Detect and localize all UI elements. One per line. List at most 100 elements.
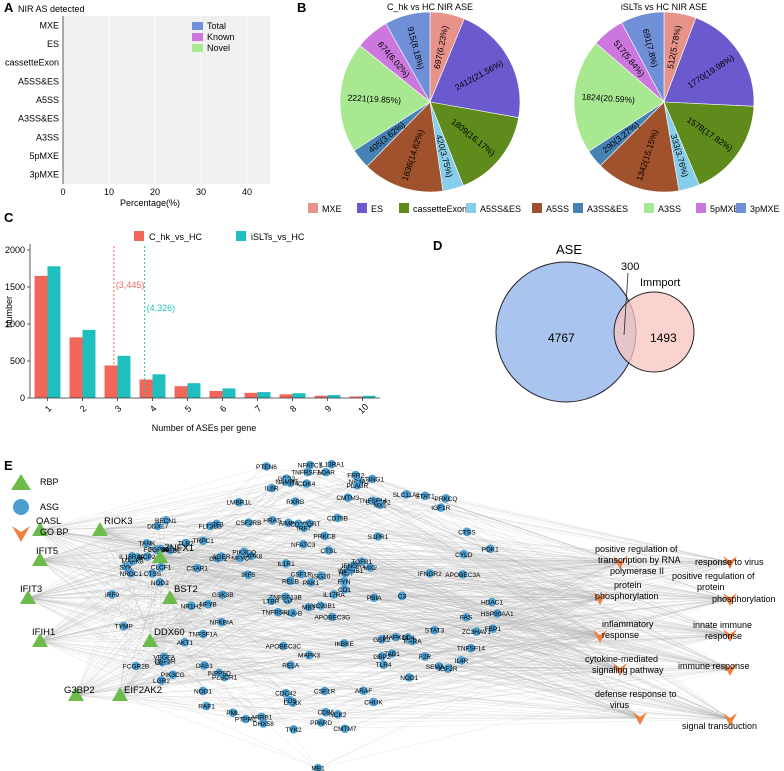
network-edge	[159, 466, 267, 558]
panel-c-bar-islts	[82, 329, 96, 398]
network-edge	[99, 523, 299, 531]
network-edge	[204, 665, 641, 719]
network-edge	[119, 563, 287, 696]
panel-c-mean-label: (4,326)	[147, 303, 176, 313]
network-edge	[286, 563, 731, 670]
asg-node	[142, 538, 152, 548]
network-edge	[406, 494, 731, 720]
network-edge	[363, 668, 621, 691]
network-edge	[344, 589, 731, 600]
rbp-node	[32, 633, 48, 647]
network-edge	[119, 642, 185, 696]
asg-node	[359, 686, 368, 695]
panel-c-bar-c-hk	[69, 337, 83, 398]
network-edge	[308, 607, 731, 670]
network-edge	[135, 665, 731, 670]
panel-a-category-label: A3SS	[36, 132, 59, 142]
network-edge	[119, 557, 138, 696]
network-edge	[381, 639, 731, 720]
network-edge	[445, 498, 731, 670]
network-edge	[424, 495, 731, 720]
network-edge	[324, 535, 731, 720]
network-edge	[27, 594, 223, 599]
network-edge	[288, 522, 731, 563]
network-edge	[157, 525, 731, 636]
network-edge	[324, 535, 621, 563]
asg-node-label: CTSS	[458, 529, 476, 536]
network-edge	[27, 589, 345, 599]
asg-node-label: FAS	[460, 615, 473, 622]
network-edge	[162, 634, 731, 663]
panel-b-legend-swatch	[573, 203, 583, 213]
asg-node	[353, 481, 362, 490]
asg-node	[186, 601, 196, 611]
asg-node-label: NCK2	[329, 712, 347, 719]
asg-node	[373, 532, 383, 541]
rbp-node-label: OASL	[36, 516, 61, 527]
asg-node	[257, 712, 266, 722]
asg-node	[343, 493, 353, 503]
asg-node-label: FYN	[337, 579, 350, 586]
network-edge	[344, 589, 621, 670]
asg-node-label: NFYB	[199, 602, 216, 609]
panel-e: E NFATC1DDX17CDHCKPLSCR1STING1FCGRTSH3BP…	[4, 458, 776, 771]
network-edge	[119, 558, 219, 696]
asg-node	[375, 500, 385, 510]
asg-node-label: AKT1	[177, 640, 194, 647]
rbp-node	[32, 522, 48, 536]
asg-node-label: TNFRSF25	[262, 610, 295, 617]
panel-b-legend-swatch	[696, 203, 706, 213]
asg-node-label: TYMP	[115, 624, 133, 631]
asg-node-label: FRR2	[347, 473, 364, 480]
network-edge	[159, 482, 291, 558]
network-edge	[306, 483, 731, 563]
legend-asg-label: ASG	[40, 502, 59, 512]
asg-node-label: ADAR	[317, 470, 335, 477]
asg-node-label: IGF1R	[431, 505, 450, 512]
panel-a-legend-swatch	[192, 33, 203, 41]
network-edge	[331, 464, 731, 720]
network-edge	[463, 554, 731, 600]
network-edge	[292, 702, 641, 719]
asg-node-label: DHX58	[253, 721, 274, 728]
panel-c-xtick-label: 8	[288, 403, 299, 414]
asg-node	[297, 569, 306, 579]
network-edge	[208, 561, 731, 605]
network-edge	[185, 542, 731, 636]
network-edge	[203, 540, 731, 636]
network-edge	[355, 474, 731, 636]
network-edge	[75, 694, 207, 707]
asg-node	[401, 490, 411, 499]
asg-node-label: TNFSF1A	[189, 631, 219, 638]
asg-node	[340, 724, 350, 733]
network-edge	[39, 557, 241, 642]
asg-node	[466, 643, 476, 653]
network-edge	[39, 471, 308, 561]
asg-node-label: CXLF	[341, 566, 358, 573]
network-edge	[221, 621, 731, 720]
network-edge	[370, 567, 731, 720]
panel-c-bar-islts	[327, 395, 341, 398]
legend-rbp-triangle-icon	[11, 474, 31, 490]
asg-node-label: TLR4	[376, 662, 392, 669]
network-edge	[288, 522, 601, 637]
asg-node	[404, 673, 414, 682]
panel-c-mean-label: (3,445)	[116, 280, 145, 290]
venn-immport-circle	[613, 291, 695, 373]
asg-node	[420, 491, 430, 501]
network-edge	[463, 554, 621, 563]
panel-d-letter: D	[433, 238, 442, 253]
network-edge	[224, 676, 641, 719]
asg-node-label: IFNGR1	[342, 563, 366, 570]
network-edge	[164, 561, 731, 657]
pie-slice-label: 1824(20.59%)	[581, 91, 635, 105]
network-edge	[378, 536, 731, 600]
network-edge	[271, 600, 731, 720]
panel-b: B C_hk vs HC NIR ASE iSLTs vs HC NIR ASE…	[297, 0, 780, 214]
network-edge	[27, 575, 322, 599]
network-edge	[39, 549, 171, 642]
network-edge	[75, 662, 163, 696]
network-edge	[440, 507, 641, 719]
asg-node-label: PDK1	[482, 546, 499, 553]
network-edge	[343, 561, 731, 582]
